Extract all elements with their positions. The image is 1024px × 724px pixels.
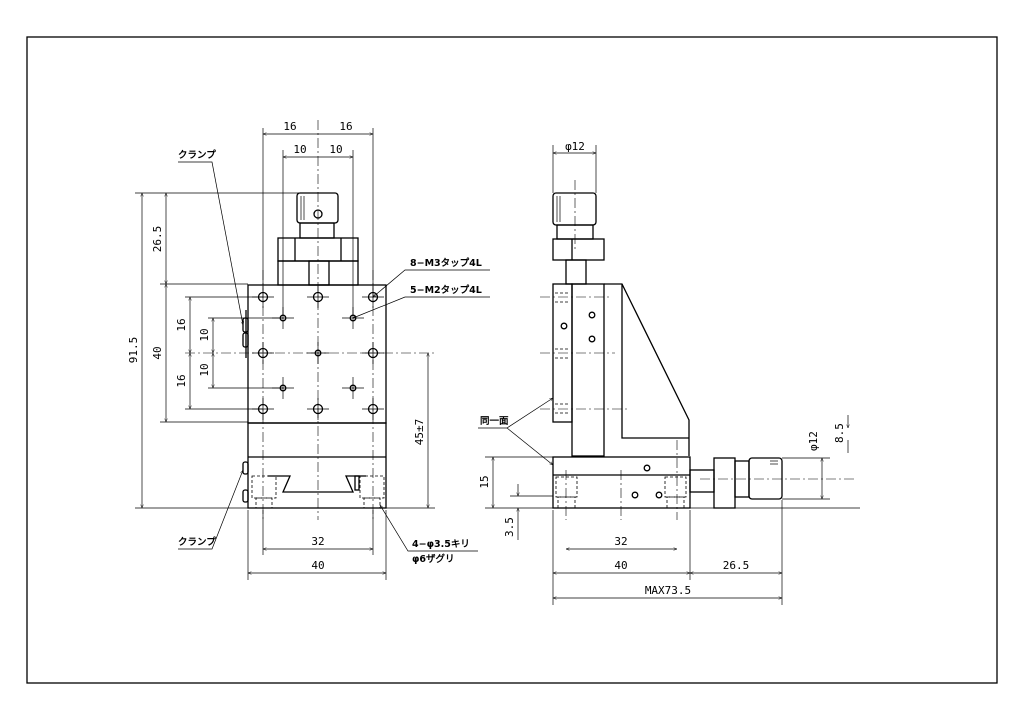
dim-10-left: 10	[293, 143, 306, 156]
side-hole	[588, 335, 596, 343]
dim-3-5: 3.5	[503, 517, 516, 537]
vertical-stage	[540, 283, 690, 457]
dim-stroke: 45±7	[413, 419, 426, 446]
front-view: 16 16 10 10 91.5 26.5 40 16 16 10 10 45±…	[127, 120, 490, 580]
label-counterbore: φ6ザグリ	[412, 553, 455, 565]
label-mount-hole: 4−φ3.5キリ	[412, 539, 470, 550]
dim-10-right: 10	[329, 143, 342, 156]
dim-phi12-side: φ12	[807, 431, 820, 451]
dim-40-side: 40	[614, 559, 627, 572]
side-holes	[560, 311, 663, 499]
label-m3-tap: 8−M3タップ4L	[410, 257, 482, 269]
dim-10-upper: 10	[198, 328, 211, 341]
dim-40-plate: 40	[151, 346, 164, 359]
side-knob	[552, 192, 605, 285]
dim-26-5: 26.5	[151, 226, 164, 253]
micrometer-knob	[296, 192, 339, 239]
dim-max-73-5: MAX73.5	[645, 584, 691, 597]
dim-26-5-side: 26.5	[723, 559, 750, 572]
side-dimension-lines	[478, 145, 860, 605]
dim-8-5: 8.5	[833, 423, 846, 443]
side-micrometer	[689, 457, 855, 509]
label-m2-tap: 5−M2タップ4L	[410, 284, 482, 296]
label-clamp-bottom: クランプ	[178, 536, 216, 548]
clamp	[242, 310, 249, 503]
side-hole	[588, 311, 596, 319]
front-dimension-lines	[135, 128, 490, 580]
dim-16-right: 16	[339, 120, 352, 133]
top-plate	[185, 270, 435, 520]
dim-16-left: 16	[283, 120, 296, 133]
dim-32-side: 32	[614, 535, 627, 548]
mounting-holes	[252, 286, 384, 420]
label-same-plane: 同一面	[480, 416, 509, 427]
side-hole	[631, 491, 639, 499]
label-clamp-top: クランプ	[178, 149, 216, 161]
dim-40-front: 40	[311, 559, 324, 572]
side-hole	[643, 464, 651, 472]
dim-15: 15	[478, 475, 491, 488]
dim-16-lower: 16	[175, 374, 188, 387]
dim-10-lower: 10	[198, 363, 211, 376]
dovetail-base	[251, 475, 385, 509]
side-hole	[560, 322, 568, 330]
dim-91-5: 91.5	[127, 337, 140, 364]
side-hole	[655, 491, 663, 499]
drawing-frame	[26, 36, 998, 684]
side-view: φ12 φ12 8.5 15 3.5 32 40 26.5 MAX73.5 同一…	[478, 140, 860, 605]
dim-16-upper: 16	[175, 318, 188, 331]
dim-32-front: 32	[311, 535, 324, 548]
dim-phi12-top: φ12	[565, 140, 585, 153]
